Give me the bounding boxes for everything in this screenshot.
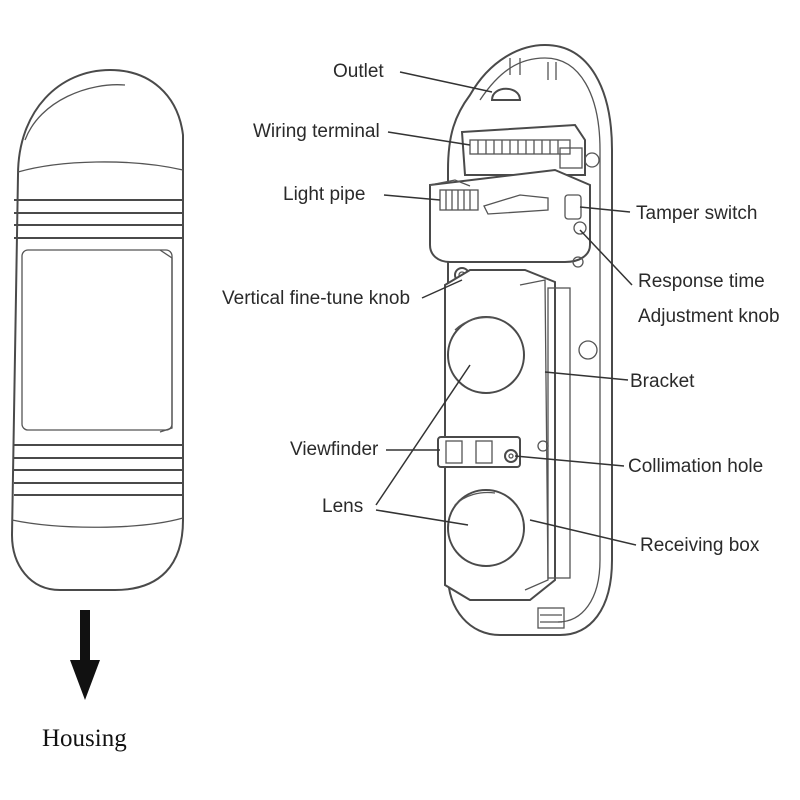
leader-lines — [375, 71, 637, 546]
housing-illustration — [10, 68, 184, 591]
viewfinder-label: Viewfinder — [290, 439, 379, 460]
receiving-box-label: Receiving box — [640, 535, 760, 556]
outlet-label: Outlet — [333, 61, 384, 82]
adjustment-knob-label: Adjustment knob — [638, 306, 780, 327]
detector-illustration — [429, 43, 613, 636]
vertical-fine-tune-knob-label: Vertical fine-tune knob — [222, 288, 410, 309]
down-arrow-icon — [70, 610, 100, 700]
response-time-label: Response time — [638, 271, 765, 292]
tamper-switch-label: Tamper switch — [636, 203, 757, 224]
bracket-label: Bracket — [630, 371, 695, 392]
lens-label: Lens — [322, 496, 363, 517]
light-pipe-label: Light pipe — [283, 184, 365, 205]
wiring-terminal-label: Wiring terminal — [253, 121, 380, 142]
housing-label: Housing — [42, 725, 127, 752]
collimation-hole-label: Collimation hole — [628, 456, 763, 477]
